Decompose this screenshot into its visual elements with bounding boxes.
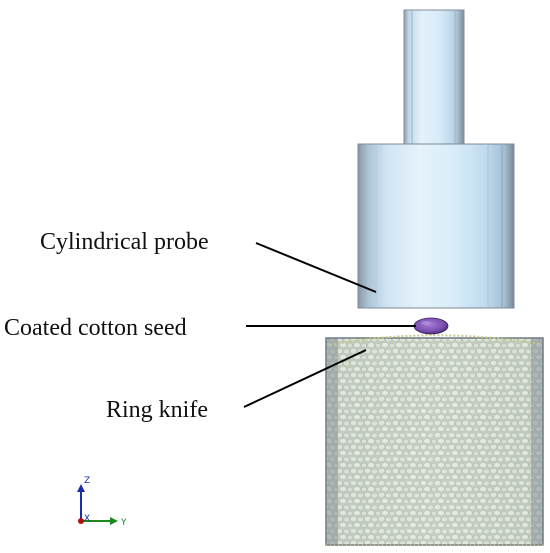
z-arrowhead <box>77 484 85 492</box>
axis-triad: Z X Y <box>77 476 127 528</box>
y-arrowhead <box>110 517 118 525</box>
ring-knife <box>325 334 544 546</box>
axis-origin <box>78 518 84 524</box>
cylindrical-probe <box>357 143 515 309</box>
cylindrical-probe-label: Cylindrical probe <box>40 229 209 255</box>
leader-lines <box>243 242 416 408</box>
coated-cotton-seed-label: Coated cotton seed <box>4 315 187 341</box>
coated-cotton-seed <box>413 317 449 335</box>
probe-shaft <box>403 9 465 145</box>
ring-knife-label: Ring knife <box>106 397 208 423</box>
y-axis-label: Y <box>120 518 127 528</box>
leader-line-ring <box>243 349 367 408</box>
x-axis-label: X <box>84 514 90 524</box>
leader-line-probe <box>255 242 377 293</box>
z-axis-label: Z <box>84 476 90 486</box>
